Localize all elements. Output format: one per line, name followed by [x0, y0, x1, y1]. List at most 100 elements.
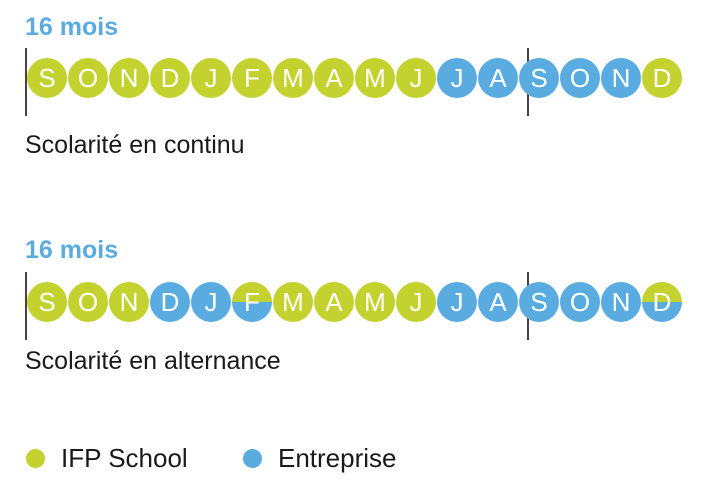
month-dot [150, 282, 190, 322]
legend-item-ifp-school: IFP School [26, 440, 188, 476]
month-dot [437, 282, 477, 322]
month-dot [601, 58, 641, 98]
month-dot [273, 58, 313, 98]
month-letter: D [161, 287, 180, 317]
month-circle: J [191, 282, 231, 322]
month-circle: N [601, 282, 641, 322]
block-title: 16 mois [25, 236, 119, 264]
month-letter: A [325, 63, 343, 93]
month-circle: A [478, 282, 518, 322]
month-letter: S [530, 63, 547, 93]
month-letter: M [282, 63, 304, 93]
month-letter: J [410, 63, 423, 93]
month-dot [519, 282, 559, 322]
block-caption: Scolarité en continu [25, 131, 245, 159]
month-dot [355, 58, 395, 98]
month-circle: A [314, 58, 354, 98]
month-circle: N [109, 282, 149, 322]
month-circle: M [355, 58, 395, 98]
month-dot [396, 58, 436, 98]
month-letter: N [120, 287, 139, 317]
month-letter: D [653, 287, 672, 317]
month-letter: A [489, 287, 507, 317]
month-circle: S [27, 58, 67, 98]
month-letter: J [451, 287, 464, 317]
month-circle: D [642, 282, 682, 322]
month-dot [150, 58, 190, 98]
month-circle: M [273, 282, 313, 322]
month-letter: S [530, 287, 547, 317]
month-circle: J [396, 282, 436, 322]
month-circle: F [232, 58, 272, 98]
month-dot [68, 282, 108, 322]
month-circle: J [437, 282, 477, 322]
month-dot [191, 58, 231, 98]
block-title: 16 mois [25, 13, 119, 41]
month-letter: J [451, 63, 464, 93]
month-letter: A [325, 287, 343, 317]
month-dot [478, 282, 518, 322]
legend-label: IFP School [61, 442, 188, 473]
month-letter: O [78, 287, 98, 317]
month-letter: J [205, 63, 218, 93]
month-circle: N [601, 58, 641, 98]
month-dot [273, 282, 313, 322]
month-circle: O [560, 282, 600, 322]
month-letter: O [570, 63, 590, 93]
month-dot [478, 58, 518, 98]
month-dot [314, 58, 354, 98]
month-circle: J [437, 58, 477, 98]
legend-item-entreprise: Entreprise [243, 440, 397, 476]
month-dot [68, 58, 108, 98]
month-circle: J [396, 58, 436, 98]
month-circle: A [478, 58, 518, 98]
month-letter: S [38, 63, 55, 93]
month-letter: M [364, 63, 386, 93]
month-dot [642, 282, 682, 322]
month-dot [601, 282, 641, 322]
month-dot [27, 282, 67, 322]
legend-dot-icon [243, 448, 262, 468]
month-circle: D [150, 58, 190, 98]
month-letter: A [489, 63, 507, 93]
month-circle: N [109, 58, 149, 98]
month-dot [232, 58, 272, 98]
month-letter: J [410, 287, 423, 317]
month-circle: O [68, 282, 108, 322]
month-dot [560, 58, 600, 98]
month-dot [642, 58, 682, 98]
month-letter: N [612, 287, 631, 317]
month-dot [355, 282, 395, 322]
legend: IFP School Entreprise [0, 440, 718, 476]
month-letter: J [205, 287, 218, 317]
month-circle: D [642, 58, 682, 98]
block-caption: Scolarité en alternance [25, 347, 281, 375]
legend-label: Entreprise [278, 442, 397, 473]
month-letter: M [282, 287, 304, 317]
month-letter: S [38, 287, 55, 317]
legend-dot-icon [26, 448, 45, 468]
month-circle: A [314, 282, 354, 322]
month-dot [191, 282, 231, 322]
month-dot [27, 58, 67, 98]
month-letter: F [244, 287, 260, 317]
month-dot [109, 282, 149, 322]
month-letter: M [364, 287, 386, 317]
month-dot [109, 58, 149, 98]
month-dot [396, 282, 436, 322]
month-dot [314, 282, 354, 322]
month-circle: M [273, 58, 313, 98]
month-letter: N [120, 63, 139, 93]
month-circle: D [150, 282, 190, 322]
month-circle: S [519, 282, 559, 322]
month-dot [232, 282, 272, 322]
month-circle: O [560, 58, 600, 98]
month-letter: O [78, 63, 98, 93]
month-dot [519, 58, 559, 98]
month-circle: J [191, 58, 231, 98]
month-dot [437, 58, 477, 98]
month-circle: S [27, 282, 67, 322]
